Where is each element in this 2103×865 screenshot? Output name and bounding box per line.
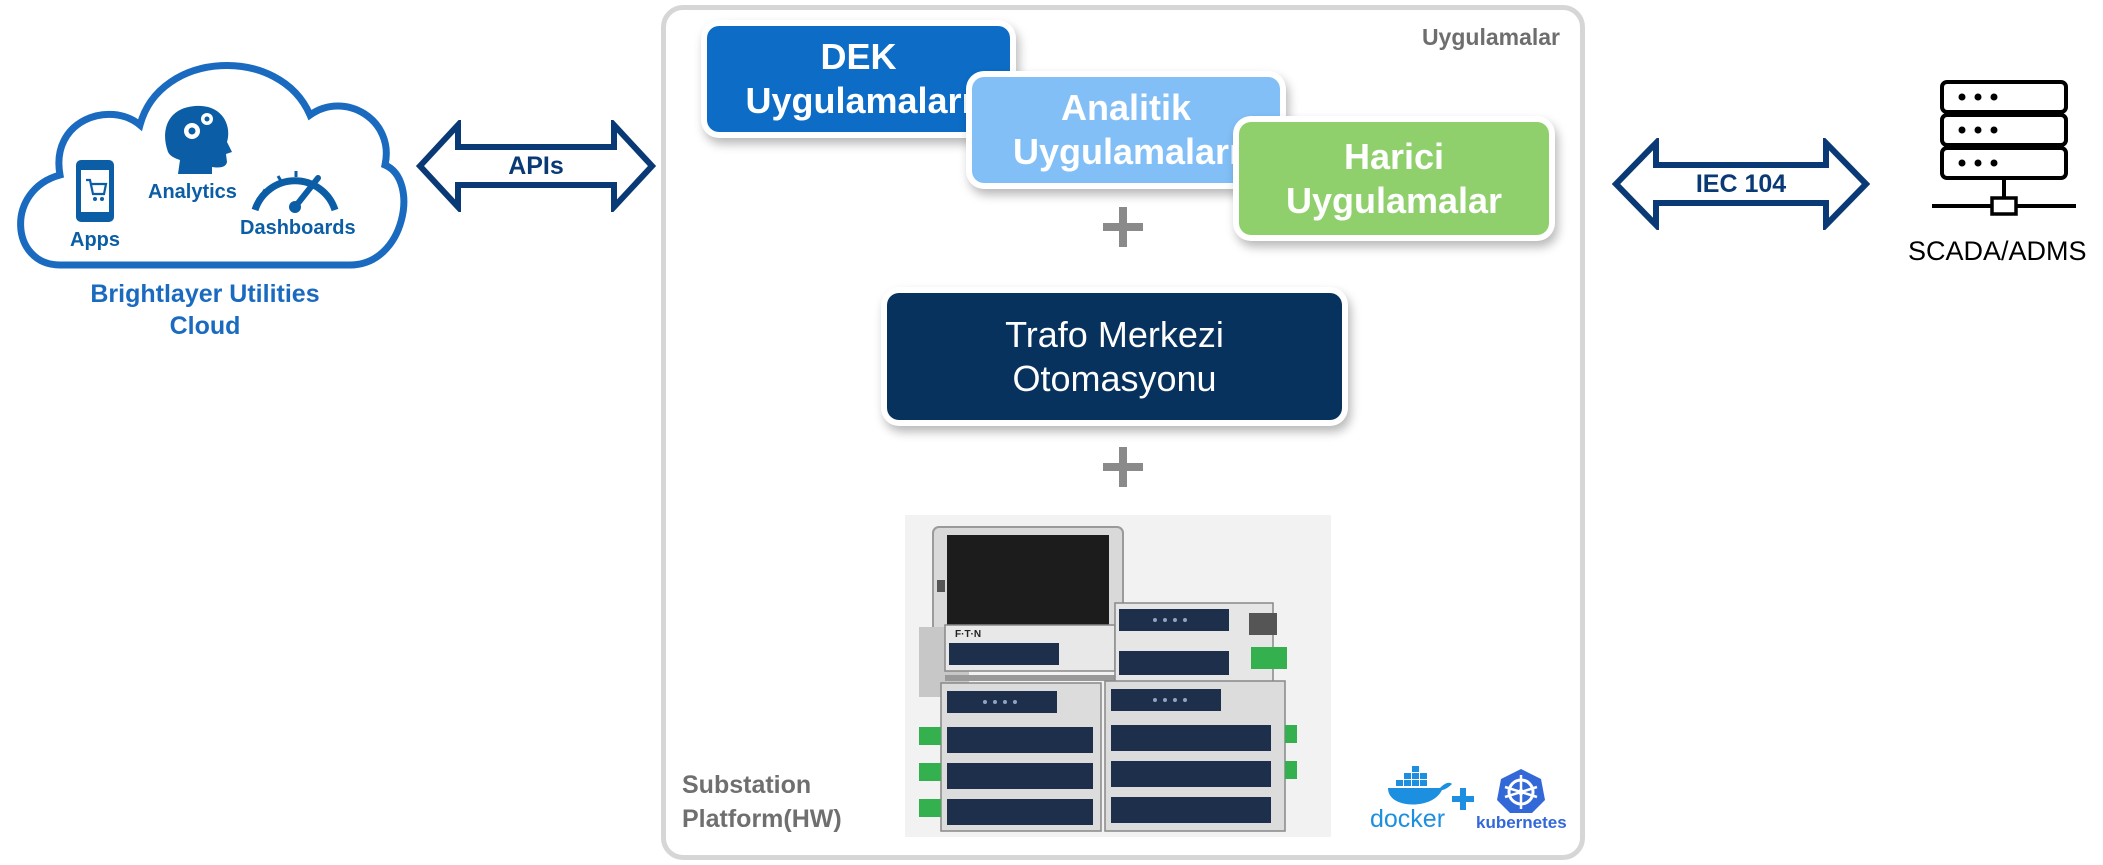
cloud-title-line2: Cloud <box>169 312 241 340</box>
platform-line2: Platform(HW) <box>682 805 842 833</box>
cloud-title-line1: Brightlayer Utilities <box>90 280 320 308</box>
panel-title: Uygulamalar <box>1421 24 1560 50</box>
cloud-icon <box>17 61 408 269</box>
cloud-title: Brightlayer Utilities Cloud <box>40 278 370 342</box>
platform-label: Substation Platform(HW) <box>682 768 842 836</box>
plus-icon-top <box>1103 207 1143 247</box>
analitik-line2: Uygulamaları <box>1012 131 1240 172</box>
device-brand-label: F·T·N <box>955 629 981 640</box>
dek-line1: DEK <box>820 36 897 77</box>
docker-label: docker <box>1370 805 1446 833</box>
analytics-label: Analytics <box>148 181 237 203</box>
head-gears-icon <box>165 105 232 174</box>
hardware-devices-image: F·T·N <box>905 515 1331 837</box>
dek-apps-box: DEK Uygulamaları <box>707 26 1010 132</box>
tablet-cart-icon <box>76 160 114 222</box>
trafo-line1: Trafo Merkezi <box>1005 313 1224 355</box>
external-apps-box: Harici Uygulamalar <box>1239 122 1549 235</box>
substation-automation-box: Trafo Merkezi Otomasyonu <box>887 293 1342 420</box>
kubernetes-helm-icon <box>1497 769 1545 813</box>
scada-label: SCADA/ADMS <box>1908 236 2087 266</box>
apis-label: APIs <box>508 152 564 180</box>
harici-line1: Harici <box>1343 135 1445 177</box>
plus-icon-middle <box>1103 447 1143 487</box>
plus-small-icon <box>1452 788 1474 810</box>
docker-whale-icon <box>1388 766 1452 805</box>
server-rack-icon <box>1932 80 2076 216</box>
iec104-label: IEC 104 <box>1695 170 1787 198</box>
speedometer-icon <box>251 171 339 213</box>
apps-label: Apps <box>70 229 120 251</box>
harici-line2: Uygulamalar <box>1285 179 1503 221</box>
platform-line1: Substation <box>682 771 812 799</box>
dek-line2: Uygulamaları <box>745 80 972 121</box>
analytics-apps-box: Analitik Uygulamaları <box>972 77 1280 183</box>
trafo-line2: Otomasyonu <box>1012 357 1217 399</box>
analitik-line1: Analitik <box>1060 87 1192 128</box>
dashboards-label: Dashboards <box>240 217 356 239</box>
kubernetes-label: kubernetes <box>1476 813 1567 832</box>
iec104-double-arrow <box>1612 138 1870 230</box>
apis-double-arrow <box>416 120 656 212</box>
